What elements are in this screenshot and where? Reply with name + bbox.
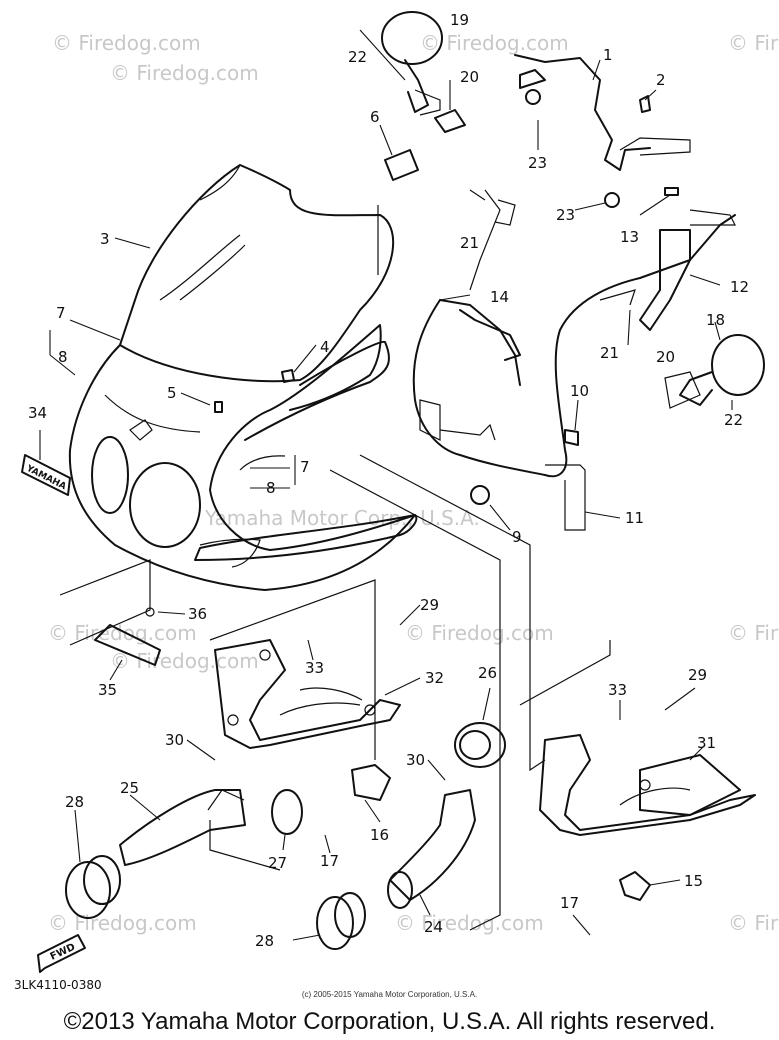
mirror-19-part [381,11,443,116]
cowling-part [68,324,416,591]
joint-28b-part [316,892,366,950]
lower-cowl-31-part [539,734,756,836]
label-4: 4 [320,338,330,356]
label-1: 1 [603,46,613,64]
label-34: 34 [28,404,47,422]
bracket-16-part [351,764,391,801]
watermark: © Firedog.com [48,621,197,645]
label-18: 18 [706,311,725,329]
stay-1-part [514,54,691,171]
watermark: © Firedog.com [52,31,201,55]
label-7: 7 [300,458,310,476]
label-22: 22 [348,48,367,66]
yamaha-badge-part: YAMAHA [21,454,71,496]
emblem-part [384,149,419,181]
forward-arrow: FWD [37,934,86,973]
label-33: 33 [608,681,627,699]
copyright-notice: ©2013 Yamaha Motor Corporation, U.S.A. A… [63,1008,716,1035]
label-33: 33 [305,659,324,677]
watermark: © Firedog.com [405,621,554,645]
label-15: 15 [684,872,703,890]
label-22: 22 [724,411,743,429]
watermark: © Firedog.com [48,911,197,935]
watermark: © Firedog.com [728,31,779,55]
label-17: 17 [320,852,339,870]
label-20: 20 [656,348,675,366]
main-stay-part [412,189,736,531]
label-6: 6 [370,108,380,126]
label-23: 23 [528,154,547,172]
label-31: 31 [697,734,716,752]
bracket-15-part [619,871,651,901]
label-7: 7 [56,304,66,322]
label-20: 20 [460,68,479,86]
label-35: 35 [98,681,117,699]
diagram-code: 3LK4110-0380 [14,978,102,992]
leader-lines [39,29,733,941]
label-25: 25 [120,779,139,797]
label-9: 9 [512,528,522,546]
label-11: 11 [625,509,644,527]
label-32: 32 [425,669,444,687]
joint-28a-part [65,855,121,919]
label-30: 30 [406,751,425,769]
label-27: 27 [268,854,287,872]
label-17: 17 [560,894,579,912]
mirror-18-part [664,334,765,409]
watermark: © Firedog.com [728,911,779,935]
part-labels: 19 22 20 1 2 6 23 23 13 3 21 12 14 7 18 … [28,11,749,950]
inner-panel-part [194,340,418,561]
duct-25-part [119,789,246,866]
label-12: 12 [730,278,749,296]
label-10: 10 [570,382,589,400]
watermark: © Firedog.com [395,911,544,935]
watermark: © Firedog.com [110,649,259,673]
label-26: 26 [478,664,497,682]
label-2: 2 [656,71,666,89]
label-16: 16 [370,826,389,844]
label-21: 21 [460,234,479,252]
center-copyright: (c) 2005-2015 Yamaha Motor Corporation, … [301,990,478,999]
label-30: 30 [165,731,184,749]
joint-27-part [271,789,303,835]
label-13: 13 [620,228,639,246]
label-3: 3 [100,230,110,248]
label-5: 5 [167,384,177,402]
label-36: 36 [188,605,207,623]
joint-26-part [454,722,506,768]
label-23: 23 [556,206,575,224]
watermark: © Firedog.com [110,61,259,85]
label-29: 29 [688,666,707,684]
watermark-layer: © Firedog.com © Firedog.com © Firedog.co… [48,31,779,935]
yamaha-badge-text: YAMAHA [24,463,68,492]
label-21: 21 [600,344,619,362]
duct-24-part [387,789,476,909]
label-24: 24 [424,918,443,936]
label-14: 14 [490,288,509,306]
label-28: 28 [65,793,84,811]
label-28: 28 [255,932,274,950]
watermark: © Firedog.com [728,621,779,645]
label-29: 29 [420,596,439,614]
watermark: © Firedog.com [420,31,569,55]
windscreen-part [119,164,395,383]
small-hardware-part [214,89,679,505]
label-8: 8 [266,479,276,497]
label-8: 8 [58,348,68,366]
label-19: 19 [450,11,469,29]
